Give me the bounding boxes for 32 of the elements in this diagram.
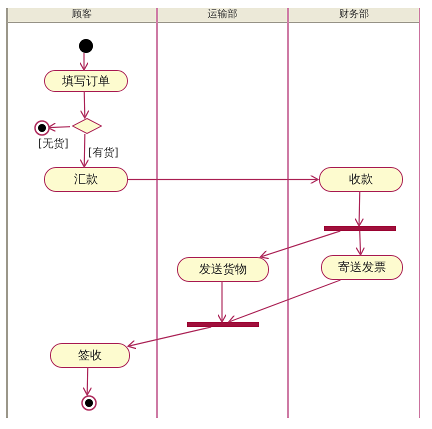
activity-box: 汇款 — [44, 167, 128, 192]
arrow — [126, 174, 319, 184]
swimlane — [157, 8, 288, 418]
edge-label: [无货] — [38, 138, 69, 150]
lane-header: 顾客 — [8, 8, 156, 23]
lane-header: 运输部 — [158, 8, 287, 23]
arrow — [79, 53, 89, 71]
arrow — [82, 368, 92, 396]
start-node — [79, 39, 93, 53]
activity-box: 发送货物 — [177, 257, 269, 282]
lane-header: 财务部 — [289, 8, 419, 23]
swimlane — [6, 8, 157, 418]
arrow — [80, 134, 90, 168]
arrow — [217, 282, 227, 323]
arrow — [47, 122, 70, 132]
activity-box: 签收 — [50, 343, 130, 368]
arrow — [80, 92, 90, 119]
end-node — [34, 120, 50, 136]
arrow — [127, 326, 212, 350]
end-node — [81, 395, 97, 411]
swimlane — [288, 8, 420, 418]
decision-diamond — [72, 118, 102, 134]
activity-box: 填写订单 — [44, 70, 128, 92]
sync-bar — [324, 226, 396, 231]
arrow — [228, 279, 341, 324]
activity-box: 寄送发票 — [321, 255, 403, 280]
arrow — [260, 230, 340, 260]
edge-label: [有货] — [88, 147, 119, 159]
sync-bar — [187, 322, 259, 327]
activity-box: 收款 — [319, 167, 403, 192]
arrow — [355, 230, 366, 256]
arrow — [354, 192, 364, 227]
